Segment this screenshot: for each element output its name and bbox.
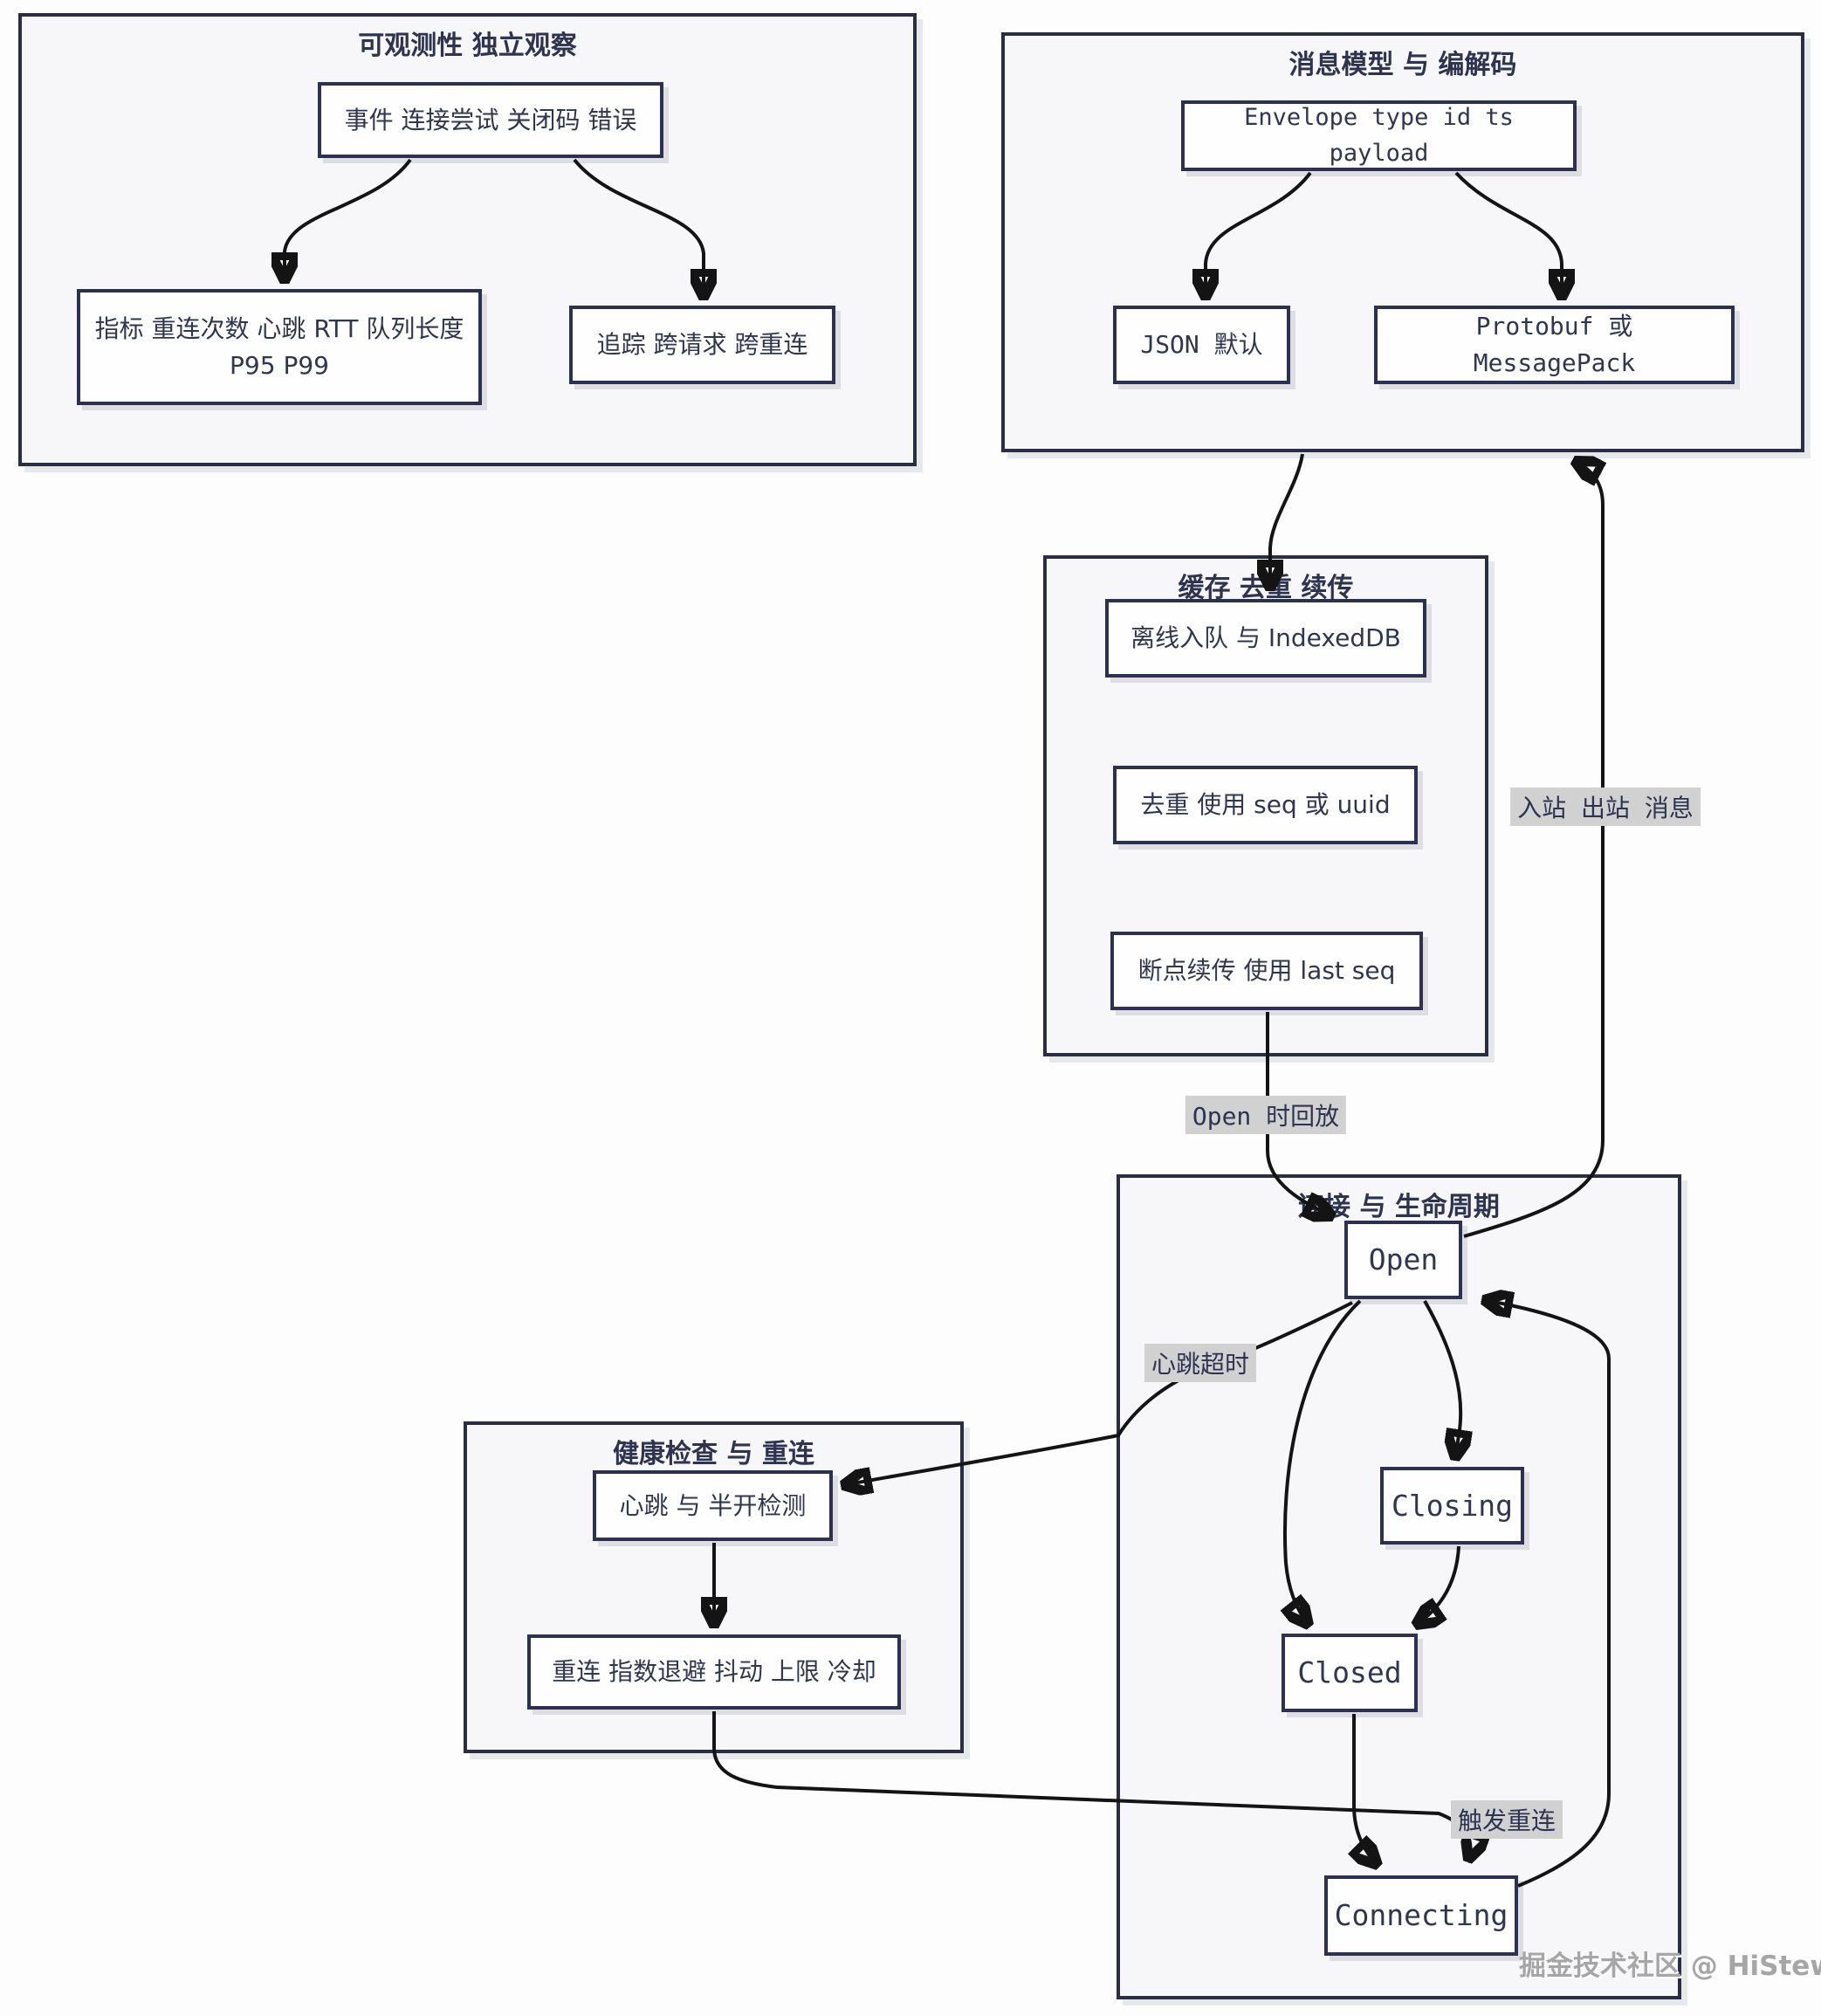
edge-label-replay-on-open: Open 时回放 — [1185, 1096, 1347, 1134]
node-closing: Closing — [1380, 1467, 1524, 1545]
node-tracing: 追踪 跨请求 跨重连 — [569, 306, 835, 384]
node-offline-queue: 离线入队 与 IndexedDB — [1105, 599, 1426, 678]
node-envelope: Envelope type id ts payload — [1181, 100, 1577, 171]
node-dedup: 去重 使用 seq 或 uuid — [1113, 766, 1418, 844]
node-metrics: 指标 重连次数 心跳 RTT 队列长度 P95 P99 — [77, 289, 482, 405]
edge-label-inbound-outbound: 入站 出站 消息 — [1510, 788, 1701, 826]
group-message-model-title: 消息模型 与 编解码 — [1288, 50, 1517, 80]
node-closed: Closed — [1282, 1634, 1418, 1712]
node-resume: 断点续传 使用 last seq — [1110, 932, 1423, 1010]
node-events: 事件 连接尝试 关闭码 错误 — [318, 82, 663, 158]
group-lifecycle: 连接 与 生命周期 Open Closing Closed Connecting — [1117, 1174, 1681, 1999]
edge-label-heartbeat-timeout: 心跳超时 — [1144, 1344, 1257, 1382]
group-message-model: 消息模型 与 编解码 Envelope type id ts payload J… — [1001, 32, 1804, 452]
node-json-default: JSON 默认 — [1113, 306, 1290, 384]
group-health: 健康检查 与 重连 心跳 与 半开检测 重连 指数退避 抖动 上限 冷却 — [464, 1421, 964, 1753]
group-lifecycle-title: 连接 与 生命周期 — [1298, 1192, 1500, 1222]
watermark: 掘金技术社区 @ HiStewie — [1519, 1951, 1821, 1982]
group-observability-title: 可观测性 独立观察 — [358, 31, 577, 61]
node-open: Open — [1344, 1221, 1462, 1299]
group-cache: 缓存 去重 续传 离线入队 与 IndexedDB 去重 使用 seq 或 uu… — [1043, 555, 1488, 1056]
group-observability: 可观测性 独立观察 事件 连接尝试 关闭码 错误 指标 重连次数 心跳 RTT … — [18, 13, 917, 466]
node-protobuf: Protobuf 或 MessagePack — [1374, 306, 1735, 384]
group-health-title: 健康检查 与 重连 — [613, 1439, 814, 1469]
node-reconnect: 重连 指数退避 抖动 上限 冷却 — [527, 1634, 901, 1710]
edge-label-trigger-reconnect: 触发重连 — [1450, 1800, 1563, 1839]
node-heartbeat: 心跳 与 半开检测 — [593, 1470, 833, 1541]
node-connecting: Connecting — [1324, 1875, 1518, 1956]
